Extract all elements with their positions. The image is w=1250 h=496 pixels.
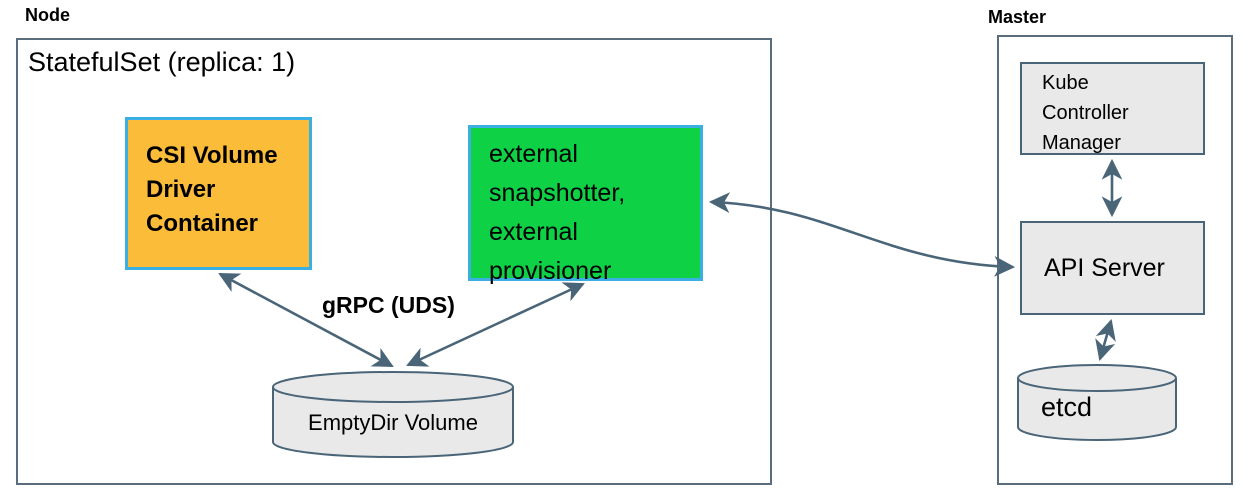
csi-box-label-line: Container	[146, 210, 259, 237]
kcm-box-label-line: Manager	[1042, 132, 1121, 154]
master-frame-label: Master	[988, 7, 1047, 27]
grpc-uds-label: gRPC (UDS)	[322, 292, 455, 318]
sidecar-box-label-line: external	[489, 140, 578, 168]
api-server-box: API Server	[1020, 221, 1205, 315]
statefulset-title: StatefulSet (replica: 1)	[28, 47, 296, 77]
sidecar-box-label-line: provisioner	[489, 257, 612, 285]
kcm-box-label-line: Controller	[1042, 102, 1129, 124]
kcm-box-label-line: Kube	[1042, 72, 1089, 94]
etcd-label: etcd	[1041, 392, 1093, 422]
csi-box-label-line: CSI Volume	[146, 142, 278, 169]
external-sidecars-box: external snapshotter, external provision…	[468, 125, 703, 285]
csi-volume-driver-container-box: CSI Volume Driver Container	[125, 117, 312, 270]
emptydir-volume-label: EmptyDir Volume	[308, 410, 478, 435]
csi-box-label-line: Driver	[146, 176, 216, 203]
kube-controller-manager-box: Kube Controller Manager	[1020, 62, 1205, 155]
api-server-label: API Server	[1044, 253, 1165, 282]
sidecar-box-label-line: external	[489, 218, 578, 246]
sidecar-box-label-line: snapshotter,	[489, 179, 626, 207]
node-frame-label: Node	[25, 5, 70, 25]
